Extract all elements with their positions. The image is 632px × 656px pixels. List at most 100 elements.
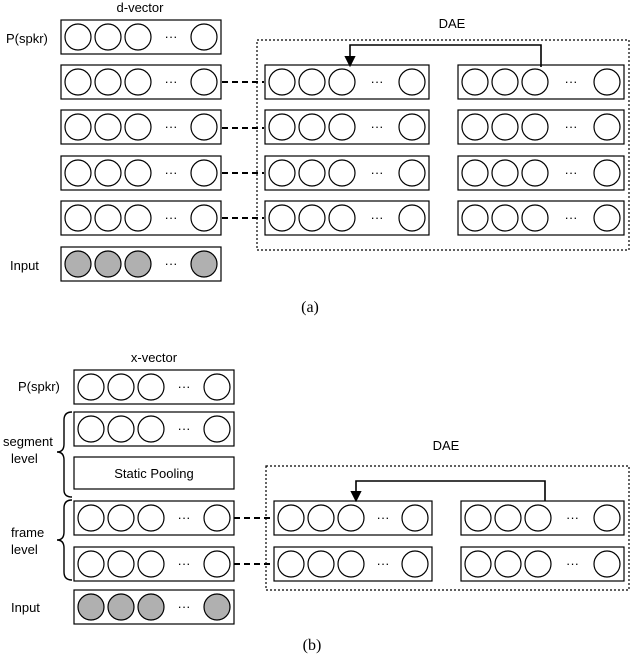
neuron-node bbox=[203, 373, 231, 401]
x-vector-stack: ··· ··· ··· ··· ··· bbox=[73, 369, 235, 625]
neuron-node bbox=[107, 593, 135, 621]
neuron-node bbox=[77, 504, 105, 532]
neuron-node bbox=[137, 415, 165, 443]
neuron-node bbox=[94, 23, 122, 51]
neuron-node bbox=[593, 204, 621, 232]
dae-right-stack-a: ··· ··· ··· ··· bbox=[457, 64, 625, 236]
neuron-node bbox=[203, 593, 231, 621]
dae-layer-left-a: ··· bbox=[264, 109, 430, 145]
caption-a: (a) bbox=[301, 299, 319, 316]
segment-layer-b: ··· bbox=[73, 411, 235, 447]
neuron-node bbox=[298, 159, 326, 187]
label-segment-level: level bbox=[11, 451, 38, 466]
neuron-node bbox=[277, 550, 305, 578]
neuron-node bbox=[337, 504, 365, 532]
neuron-node bbox=[494, 550, 522, 578]
frame-layer-b: ··· bbox=[73, 546, 235, 582]
neuron-node bbox=[107, 504, 135, 532]
neuron-node bbox=[77, 373, 105, 401]
ellipsis: ··· bbox=[178, 421, 191, 436]
title-x-vector: x-vector bbox=[131, 350, 178, 365]
ellipsis: ··· bbox=[565, 210, 578, 225]
neuron-node bbox=[398, 159, 426, 187]
ellipsis: ··· bbox=[371, 210, 384, 225]
feedback-arrow-a bbox=[344, 44, 542, 68]
ellipsis: ··· bbox=[178, 510, 191, 525]
label-frame: frame bbox=[11, 525, 44, 540]
neuron-node bbox=[401, 504, 429, 532]
label-segment: segment bbox=[3, 434, 53, 449]
neuron-node bbox=[190, 68, 218, 96]
neuron-node bbox=[94, 250, 122, 278]
neuron-node bbox=[77, 550, 105, 578]
ellipsis: ··· bbox=[565, 119, 578, 134]
neuron-node bbox=[593, 550, 621, 578]
brace-frame-level bbox=[56, 499, 73, 581]
neuron-node bbox=[268, 204, 296, 232]
neuron-node bbox=[593, 159, 621, 187]
ellipsis: ··· bbox=[371, 74, 384, 89]
dae-layer-right-a: ··· bbox=[457, 109, 625, 145]
ellipsis: ··· bbox=[178, 599, 191, 614]
ellipsis: ··· bbox=[565, 74, 578, 89]
ellipsis: ··· bbox=[165, 74, 178, 89]
ellipsis: ··· bbox=[565, 165, 578, 180]
label-input-a: Input bbox=[10, 258, 39, 273]
neuron-node bbox=[190, 250, 218, 278]
feedback-arrow-b bbox=[350, 480, 546, 503]
neuron-node bbox=[398, 204, 426, 232]
neuron-node bbox=[491, 68, 519, 96]
input-layer-a: ··· bbox=[60, 246, 222, 282]
neuron-node bbox=[491, 204, 519, 232]
dae-layer-left-b: ··· bbox=[273, 500, 433, 536]
label-p-spkr-a: P(spkr) bbox=[6, 31, 48, 46]
neuron-node bbox=[64, 23, 92, 51]
neuron-node bbox=[491, 159, 519, 187]
dae-label-a: DAE bbox=[439, 16, 466, 31]
neuron-node bbox=[328, 204, 356, 232]
dae-region-a bbox=[256, 39, 630, 251]
neuron-node bbox=[491, 113, 519, 141]
neuron-node bbox=[268, 68, 296, 96]
hidden-layer-a: ··· bbox=[60, 200, 222, 236]
static-pooling-label: Static Pooling bbox=[114, 466, 194, 481]
neuron-node bbox=[94, 68, 122, 96]
neuron-node bbox=[328, 159, 356, 187]
neuron-node bbox=[337, 550, 365, 578]
neuron-node bbox=[524, 550, 552, 578]
neuron-node bbox=[524, 504, 552, 532]
neuron-node bbox=[94, 204, 122, 232]
neuron-node bbox=[64, 250, 92, 278]
ellipsis: ··· bbox=[566, 510, 579, 525]
neuron-node bbox=[203, 504, 231, 532]
ellipsis: ··· bbox=[165, 165, 178, 180]
neuron-node bbox=[298, 68, 326, 96]
neuron-node bbox=[521, 113, 549, 141]
dae-layer-left-a: ··· bbox=[264, 200, 430, 236]
panel-a: d-vector DAE P(spkr) Input ·············… bbox=[6, 0, 630, 316]
neuron-node bbox=[124, 159, 152, 187]
neuron-node bbox=[328, 113, 356, 141]
dae-left-stack-b: ··· ··· bbox=[273, 500, 433, 582]
neuron-node bbox=[137, 373, 165, 401]
neuron-node bbox=[298, 204, 326, 232]
ellipsis: ··· bbox=[178, 379, 191, 394]
hidden-layer-a: ··· bbox=[60, 155, 222, 191]
dae-layer-right-a: ··· bbox=[457, 64, 625, 100]
dae-layer-left-b: ··· bbox=[273, 546, 433, 582]
neuron-node bbox=[107, 550, 135, 578]
d-vector-stack: ·················· bbox=[60, 19, 222, 282]
title-d-vector: d-vector bbox=[117, 0, 165, 15]
neuron-node bbox=[494, 504, 522, 532]
dae-layer-left-a: ··· bbox=[264, 64, 430, 100]
dae-layer-right-a: ··· bbox=[457, 155, 625, 191]
neuron-node bbox=[124, 204, 152, 232]
ellipsis: ··· bbox=[165, 210, 178, 225]
neuron-node bbox=[124, 68, 152, 96]
label-input-b: Input bbox=[11, 600, 40, 615]
neuron-node bbox=[277, 504, 305, 532]
panel-b: x-vector DAE P(spkr) segment level frame… bbox=[3, 350, 630, 654]
neuron-node bbox=[593, 113, 621, 141]
neuron-node bbox=[94, 113, 122, 141]
